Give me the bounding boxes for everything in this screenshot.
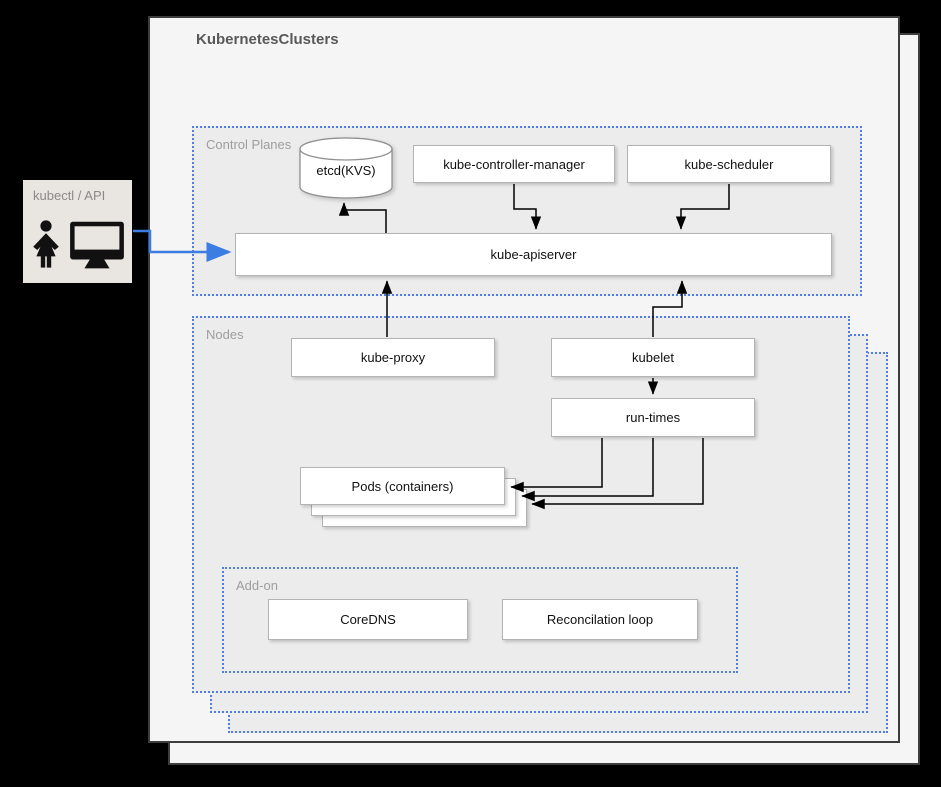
kube-apiserver-node[interactable]: kube-apiserver: [235, 233, 832, 276]
kubelet-node[interactable]: kubelet: [551, 338, 755, 377]
cylinder-icon: [299, 137, 393, 199]
user-icon: [32, 219, 59, 268]
monitor-icon: [69, 221, 124, 268]
runtimes-label: run-times: [625, 410, 681, 425]
coredns-label: CoreDNS: [340, 612, 396, 627]
kube-controller-manager-label: kube-controller-manager: [443, 156, 585, 172]
addon-group[interactable]: Add-on: [222, 567, 738, 673]
kubectl-actor[interactable]: kubectl / API: [23, 180, 132, 283]
etcd-node[interactable]: etcd(KVS): [299, 137, 393, 199]
reconciliation-loop-node[interactable]: Reconcilation loop: [502, 599, 698, 640]
kube-proxy-label: kube-proxy: [360, 350, 426, 365]
nodes-group-label: Nodes: [206, 327, 244, 342]
reconciliation-loop-label: Reconcilation loop: [546, 612, 654, 627]
kube-proxy-node[interactable]: kube-proxy: [291, 338, 495, 377]
pods-label: Pods (containers): [351, 478, 454, 494]
kubelet-label: kubelet: [632, 350, 674, 365]
addon-group-label: Add-on: [236, 578, 278, 593]
actor-icons: [23, 214, 132, 277]
pods-node[interactable]: Pods (containers): [300, 467, 505, 505]
runtimes-node[interactable]: run-times: [551, 398, 755, 437]
kube-controller-manager-node[interactable]: kube-controller-manager: [413, 145, 615, 183]
control-planes-label: Control Planes: [206, 137, 292, 152]
kube-apiserver-label: kube-apiserver: [490, 247, 577, 262]
diagram-title: KubernetesClusters: [196, 31, 339, 48]
kube-scheduler-label: kube-scheduler: [684, 156, 774, 172]
kubectl-actor-label: kubectl / API: [33, 188, 106, 203]
coredns-node[interactable]: CoreDNS: [268, 599, 468, 640]
kube-scheduler-node[interactable]: kube-scheduler: [627, 145, 831, 183]
etcd-label: etcd(KVS): [316, 163, 376, 178]
